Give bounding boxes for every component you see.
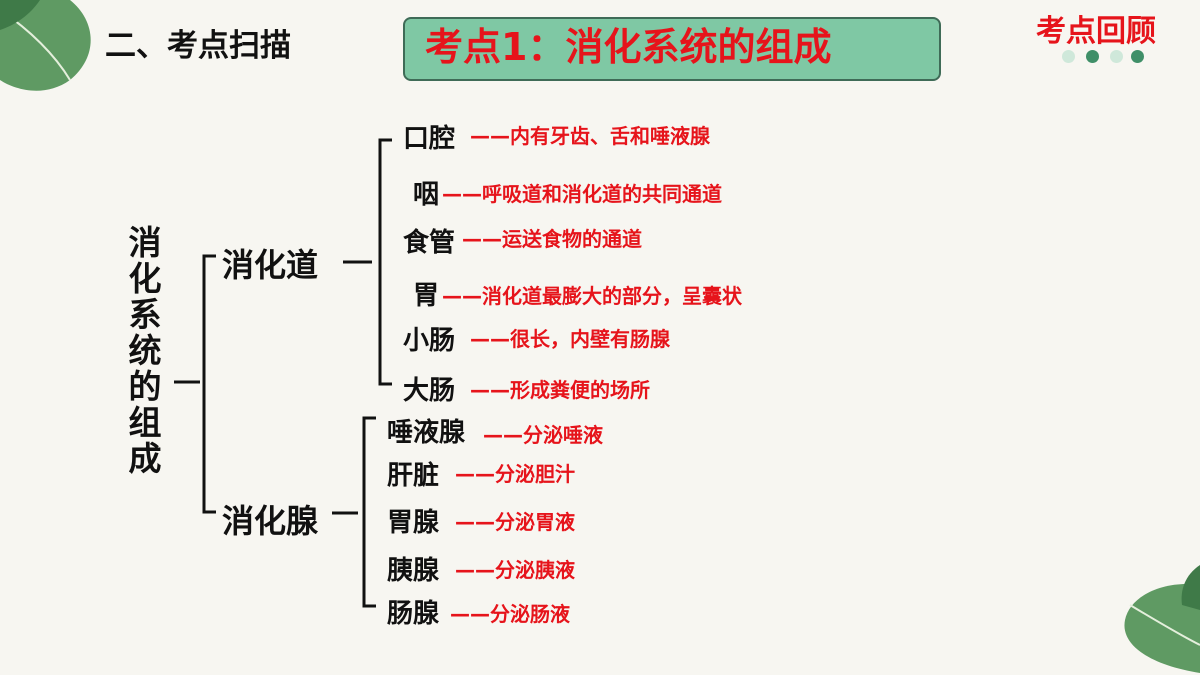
topic-title-box: [403, 17, 941, 81]
organ-large-intestine: 大肠: [403, 376, 456, 406]
gland-liver: 肝脏: [387, 461, 440, 491]
organ-pharynx-desc: ——呼吸道和消化道的共同通道: [442, 182, 722, 206]
gland-salivary-desc: ——分泌唾液: [483, 423, 603, 447]
organ-large-intestine-desc: ——形成粪便的场所: [470, 378, 650, 402]
progress-dot-1: [1062, 50, 1075, 63]
organ-stomach-desc: ——消化道最膨大的部分，呈囊状: [442, 284, 742, 308]
organ-small-intestine: 小肠: [403, 326, 456, 356]
gland-pancreas-desc: ——分泌胰液: [455, 558, 575, 582]
gland-liver-desc: ——分泌胆汁: [455, 462, 575, 486]
leaf-decoration-bottom-right: [1124, 565, 1200, 673]
branch-digestive-tract: 消化道: [222, 246, 319, 284]
organ-pharynx: 咽: [413, 180, 440, 210]
organ-mouth-desc: ——内有牙齿、舌和唾液腺: [470, 124, 710, 148]
root-label: 消 化 系 统 的 组 成: [128, 223, 162, 478]
leaf-decoration-top-left: [0, 0, 91, 91]
section-title: 二、考点扫描: [105, 28, 291, 64]
gland-salivary: 唾液腺: [387, 418, 466, 448]
gland-gastric: 胃腺: [387, 508, 440, 538]
progress-dot-4: [1131, 50, 1144, 63]
organ-esophagus: 食管: [403, 228, 456, 258]
organ-esophagus-desc: ——运送食物的通道: [462, 227, 642, 251]
progress-dot-2: [1086, 50, 1099, 63]
organ-mouth: 口腔: [403, 124, 456, 154]
gland-gastric-desc: ——分泌胃液: [455, 510, 575, 534]
organ-small-intestine-desc: ——很长，内壁有肠腺: [470, 327, 670, 351]
review-title: 考点回顾: [1036, 14, 1156, 49]
gland-intestinal: 肠腺: [387, 599, 440, 629]
topic-title: 考点1：消化系统的组成: [425, 25, 832, 69]
organ-stomach: 胃: [413, 281, 440, 311]
gland-intestinal-desc: ——分泌肠液: [450, 602, 570, 626]
progress-dot-3: [1110, 50, 1123, 63]
gland-pancreas: 胰腺: [387, 556, 440, 586]
branch-digestive-glands: 消化腺: [222, 502, 319, 540]
